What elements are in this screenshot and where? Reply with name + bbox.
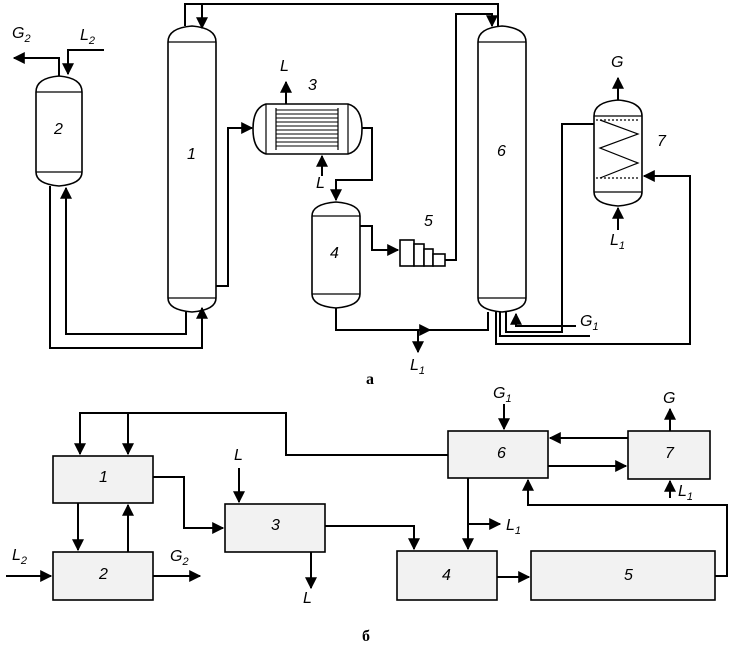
label-G1-b: G1 (493, 385, 512, 405)
diagram-a: 2 1 (12, 3, 691, 388)
unit-label-1: 1 (187, 146, 196, 163)
block-5: 5 (530, 550, 716, 601)
label-L-in-a: L (316, 175, 325, 192)
block-6: 6 (447, 430, 549, 479)
caption-a: а (366, 371, 374, 388)
block-label-5: 5 (624, 567, 633, 584)
block-label-6: 6 (497, 445, 506, 462)
label-G-b: G (663, 390, 675, 407)
unit-label-7: 7 (657, 133, 667, 150)
stream-labels-a: G2 L2 L L L1 G1 G L1 (12, 25, 625, 377)
block-1: 1 (52, 455, 154, 504)
unit-label-2: 2 (53, 121, 63, 138)
piping-a (12, 3, 691, 354)
label-L2-a: L2 (80, 27, 95, 47)
block-2: 2 (52, 551, 154, 601)
block-label-3: 3 (271, 517, 280, 534)
label-L2-b: L2 (12, 547, 27, 567)
block-7: 7 (627, 430, 711, 480)
block-4: 4 (396, 550, 498, 601)
heat-exchanger-3: 3 (252, 77, 363, 155)
label-L-in-b: L (234, 447, 243, 464)
diagram-b: 1 2 3 4 5 6 7 (6, 385, 728, 645)
block-label-7: 7 (665, 445, 675, 462)
column-1: 1 (167, 25, 217, 313)
unit-label-3: 3 (308, 77, 317, 94)
label-L-out-b: L (303, 590, 312, 607)
vessel-2: 2 (35, 75, 83, 187)
block-label-2: 2 (98, 566, 108, 583)
caption-b: б (362, 628, 370, 645)
column-6: 6 (477, 25, 527, 313)
pump-5: 5 (399, 213, 446, 267)
block-3: 3 (224, 503, 326, 553)
stream-labels-b: L2 G2 L L L1 G1 G L1 (12, 385, 693, 607)
label-L-top-a: L (280, 58, 289, 75)
vessel-4: 4 (311, 201, 361, 309)
column-7: 7 (593, 99, 667, 207)
label-G2-b: G2 (170, 548, 189, 568)
block-label-1: 1 (99, 469, 108, 486)
label-G2-a: G2 (12, 25, 31, 45)
unit-label-6: 6 (497, 143, 506, 160)
piping-b (6, 404, 728, 590)
label-G1-a: G1 (580, 313, 599, 333)
unit-label-5: 5 (424, 213, 433, 230)
label-L1-7-b: L1 (678, 483, 693, 503)
label-L1-a: L1 (410, 357, 425, 377)
label-L1-7-a: L1 (610, 232, 625, 252)
label-G-a: G (611, 54, 623, 71)
unit-label-4: 4 (330, 245, 339, 262)
block-label-4: 4 (442, 567, 451, 584)
label-L1-b: L1 (506, 517, 521, 537)
